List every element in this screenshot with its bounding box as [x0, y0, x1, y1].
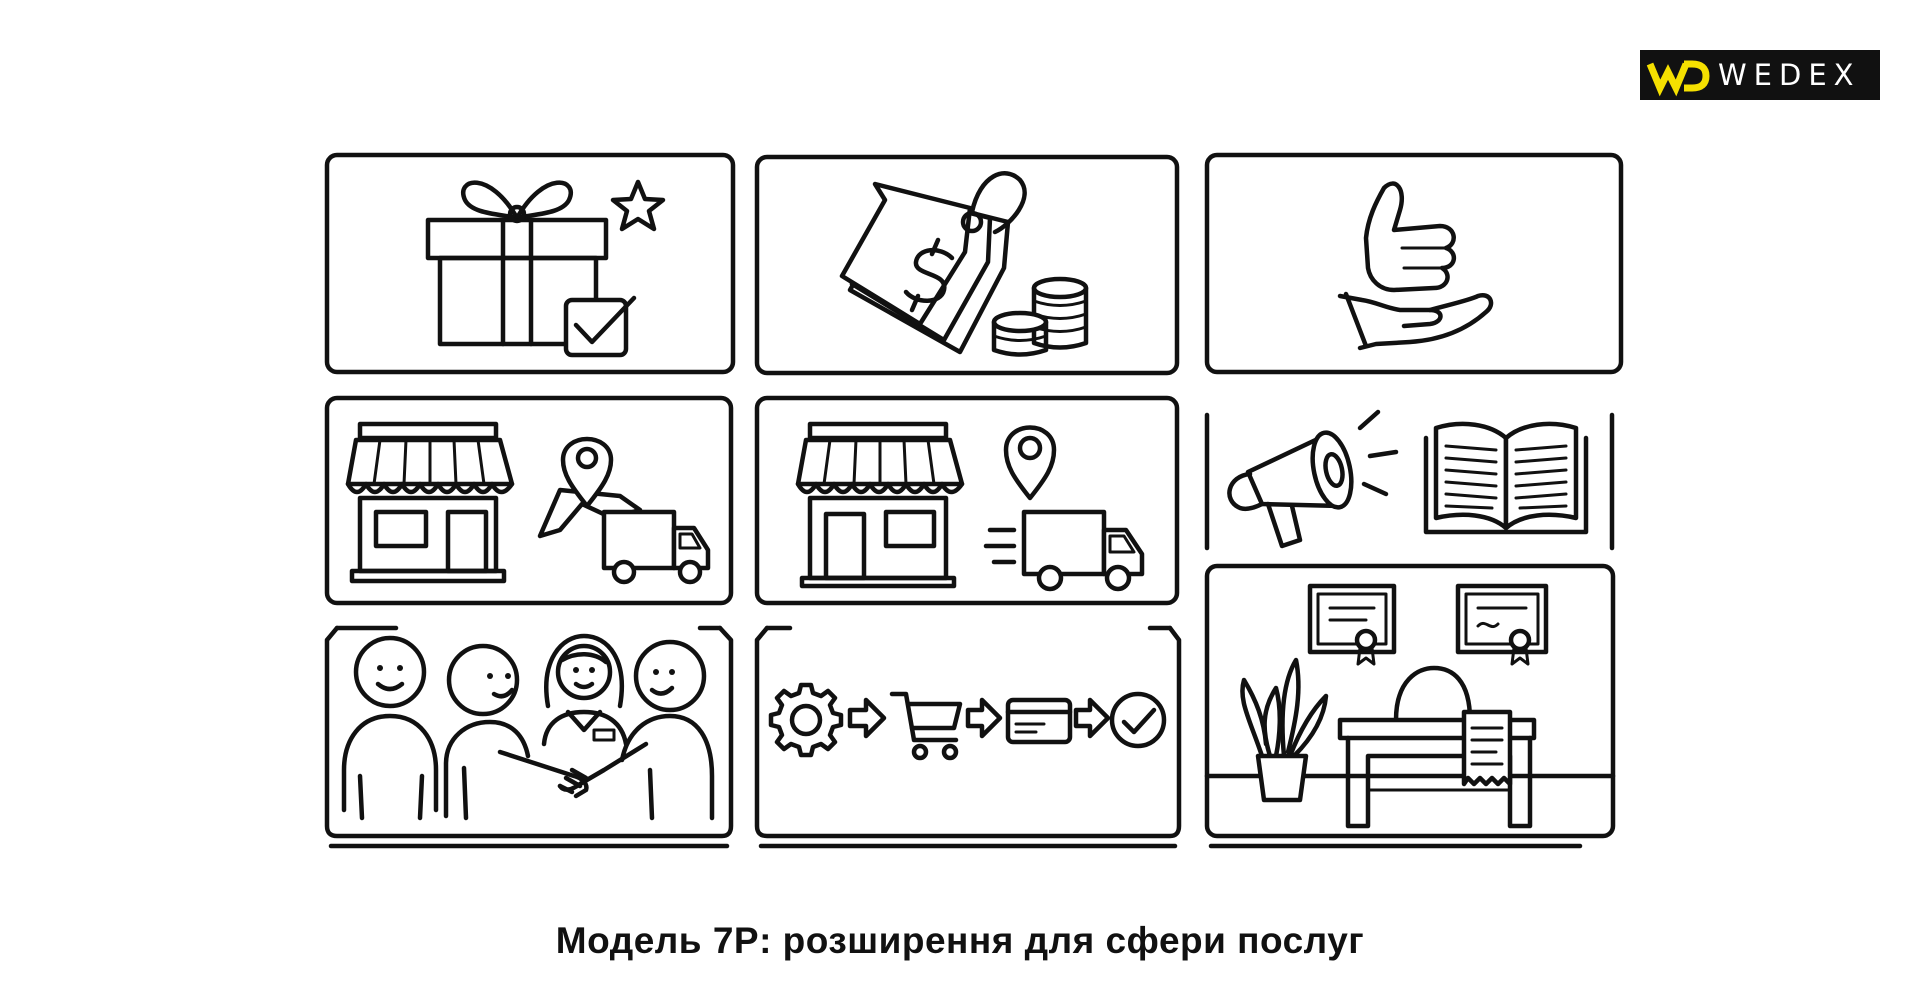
delivery-truck-icon — [601, 509, 711, 585]
open-book-icon — [1423, 421, 1589, 535]
certificate-icon — [1455, 583, 1549, 666]
panel-people — [324, 625, 734, 849]
megaphone-icon — [1227, 409, 1399, 549]
panel-process — [754, 625, 1182, 849]
staff-woman-icon — [541, 633, 629, 747]
thumbs-up-hand-icon — [1337, 181, 1494, 351]
wedex-logo: WEDEX — [1640, 50, 1880, 100]
panel-distribution — [754, 395, 1180, 606]
arrow-right-icon — [1073, 697, 1111, 739]
check-circle-icon — [1109, 691, 1167, 749]
panel-physical-evidence — [1204, 563, 1616, 849]
storefront-icon — [345, 421, 515, 584]
panel-promotion — [1204, 409, 1615, 551]
panel-promotion-approval — [1204, 152, 1624, 375]
figure-caption: Модель 7P: розширення для сфери послуг — [555, 920, 1365, 961]
coin-stack-icon — [991, 276, 1089, 357]
storefront-icon — [795, 421, 965, 589]
person-icon — [443, 643, 531, 821]
wedex-logo-text: WEDEX — [1718, 58, 1861, 92]
panel-place — [324, 395, 734, 606]
delivery-truck-icon — [983, 509, 1145, 592]
person-icon — [341, 635, 439, 821]
star-icon — [610, 179, 666, 232]
handshake-icon — [497, 741, 649, 799]
map-pin-icon — [560, 436, 614, 509]
receipt-icon — [1461, 709, 1513, 787]
certificate-icon — [1307, 583, 1397, 666]
dollar-icon — [903, 237, 955, 313]
gear-icon — [768, 682, 844, 758]
checkbox-icon — [563, 295, 637, 358]
arrow-right-icon — [847, 697, 887, 739]
person-icon — [619, 639, 715, 821]
arrow-right-icon — [965, 697, 1003, 739]
panel-price — [754, 154, 1180, 376]
shopping-cart-icon — [889, 691, 963, 761]
panel-product — [324, 152, 736, 375]
plant-icon — [1240, 657, 1329, 803]
credit-card-icon — [1005, 697, 1073, 745]
office-chair-icon — [1393, 665, 1473, 723]
map-pin-icon — [1003, 425, 1057, 501]
wedex-logo-mark — [1646, 60, 1710, 97]
